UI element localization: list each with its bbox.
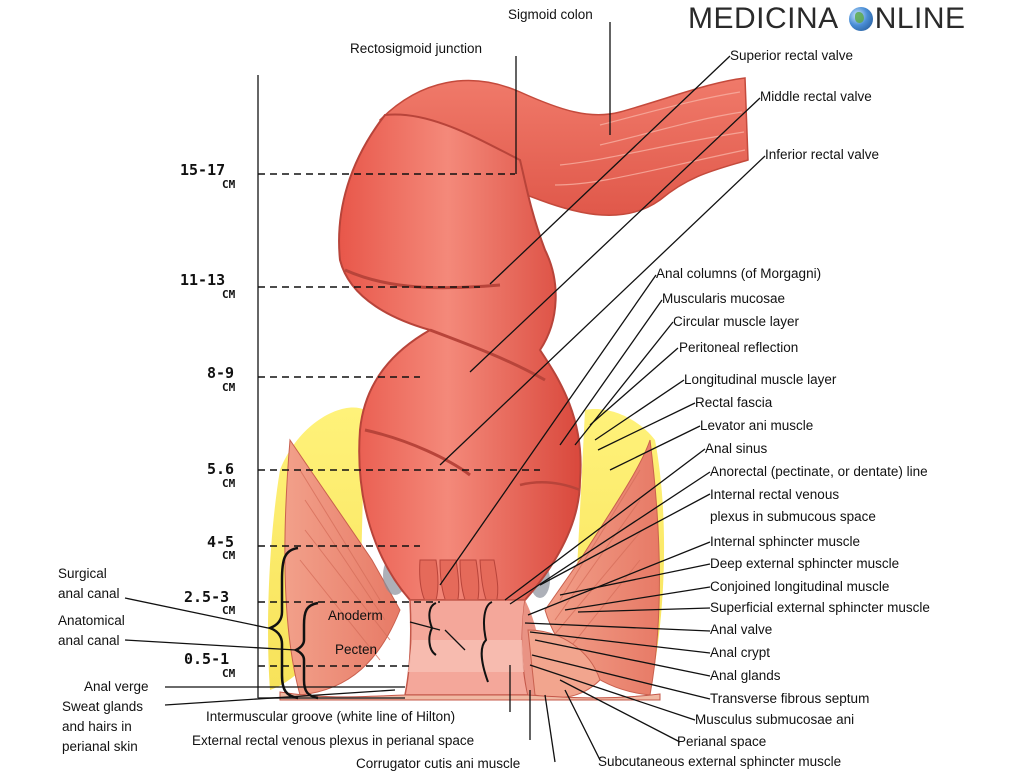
scale-bar — [257, 75, 405, 699]
anatomy-illustration — [268, 77, 749, 701]
label-internal-sphincter: Internal sphincter muscle — [710, 534, 860, 549]
scale-mark-4-5: 4-5 CM — [207, 533, 236, 562]
label-sigmoid-colon: Sigmoid colon — [508, 7, 593, 22]
label-middle-rectal-valve: Middle rectal valve — [760, 89, 872, 104]
scale-mark-0-5-1: 0.5-1 CM — [184, 650, 236, 680]
label-subcutaneous-external-sphincter: Subcutaneous external sphincter muscle — [598, 754, 841, 769]
label-longitudinal-muscle-layer: Longitudinal muscle layer — [684, 372, 837, 387]
label-perianal-space: Perianal space — [677, 734, 766, 749]
rectum-wall — [338, 113, 582, 601]
scale-unit: CM — [222, 604, 236, 617]
label-surgical-1: Surgical — [58, 566, 107, 581]
label-superficial-external-sphincter: Superficial external sphincter muscle — [710, 600, 930, 615]
scale-mark-11-13: 11-13 CM — [180, 271, 236, 301]
label-musculus-submucosae-ani: Musculus submucosae ani — [695, 712, 854, 727]
scale-mark-15-17: 15-17 CM — [180, 161, 236, 191]
label-superior-rectal-valve: Superior rectal valve — [730, 48, 853, 63]
scale-unit: CM — [222, 549, 236, 562]
scale-num: 8-9 — [207, 364, 234, 382]
label-deep-external-sphincter: Deep external sphincter muscle — [710, 556, 899, 571]
label-anal-glands: Anal glands — [710, 668, 781, 683]
scale-unit: CM — [222, 381, 236, 394]
watermark-logo: MEDICINA NLINE — [688, 2, 966, 36]
surgical-canal-brace — [266, 546, 299, 700]
scale-num: 11-13 — [180, 271, 225, 289]
watermark-text-right: NLINE — [874, 2, 966, 35]
scale-unit: CM — [222, 667, 236, 680]
label-corrugator-cutis-ani: Corrugator cutis ani muscle — [356, 756, 520, 771]
globe-icon — [848, 7, 873, 31]
scale-num: 15-17 — [180, 161, 225, 179]
label-anatomical-1: Anatomical — [58, 613, 125, 628]
label-rectal-fascia: Rectal fascia — [695, 395, 773, 410]
colon-haustra — [554, 91, 746, 186]
label-levator-ani-muscle: Levator ani muscle — [700, 418, 813, 433]
label-anal-valve: Anal valve — [710, 622, 772, 637]
anal-columns — [419, 559, 499, 613]
label-external-rectal-venous-plexus: External rectal venous plexus in periana… — [192, 733, 474, 748]
label-sweat-glands-1: Sweat glands — [62, 699, 143, 714]
label-transverse-fibrous-septum: Transverse fibrous septum — [710, 691, 869, 706]
leader-lines — [124, 22, 766, 763]
bracket-inner-right — [480, 601, 493, 683]
label-anal-sinus: Anal sinus — [705, 441, 768, 456]
label-muscularis-mucosae: Muscularis mucosae — [662, 291, 785, 306]
watermark-text-left: MEDICINA — [688, 2, 839, 35]
label-anal-crypt: Anal crypt — [710, 645, 770, 660]
label-conjoined-longitudinal: Conjoined longitudinal muscle — [710, 579, 889, 594]
levator-ani-left — [284, 438, 401, 696]
label-internal-rectal-venous-2: plexus in submucous space — [710, 509, 876, 524]
sigmoid-colon — [378, 77, 749, 216]
scale-mark-2-5-3: 2.5-3 CM — [184, 588, 236, 617]
scale-dashes — [258, 173, 540, 667]
label-anatomical-2: anal canal — [58, 633, 120, 648]
scale-num: 5.6 — [207, 460, 234, 478]
scale-unit: CM — [222, 178, 236, 191]
label-inferior-rectal-valve: Inferior rectal valve — [765, 147, 879, 162]
label-sweat-glands-3: perianal skin — [62, 739, 138, 754]
label-pecten: Pecten — [335, 642, 377, 657]
scale-num: 4-5 — [207, 533, 234, 551]
label-surgical-2: anal canal — [58, 586, 120, 601]
label-internal-rectal-venous-1: Internal rectal venous — [710, 487, 839, 502]
levator-ani-right — [544, 439, 660, 696]
label-anal-verge: Anal verge — [84, 679, 149, 694]
label-sweat-glands-2: and hairs in — [62, 719, 132, 734]
label-peritoneal-reflection: Peritoneal reflection — [679, 340, 798, 355]
label-intermuscular-groove: Intermuscular groove (white line of Hilt… — [206, 709, 455, 724]
label-rectosigmoid-junction: Rectosigmoid junction — [350, 41, 482, 56]
scale-unit: CM — [222, 477, 236, 490]
label-anorectal-line: Anorectal (pectinate, or dentate) line — [710, 464, 928, 479]
muscle-fibers — [299, 469, 643, 661]
label-anoderm: Anoderm — [328, 608, 383, 623]
scale-mark-5-6: 5.6 CM — [207, 460, 236, 490]
scale-num: 0.5-1 — [184, 650, 229, 668]
scale-unit: CM — [222, 288, 236, 301]
scale-mark-8-9: 8-9 CM — [207, 364, 236, 394]
label-circular-muscle-layer: Circular muscle layer — [673, 314, 800, 329]
pecten-zone — [408, 640, 524, 672]
label-anal-columns: Anal columns (of Morgagni) — [656, 266, 821, 281]
scale-num: 2.5-3 — [184, 588, 229, 606]
